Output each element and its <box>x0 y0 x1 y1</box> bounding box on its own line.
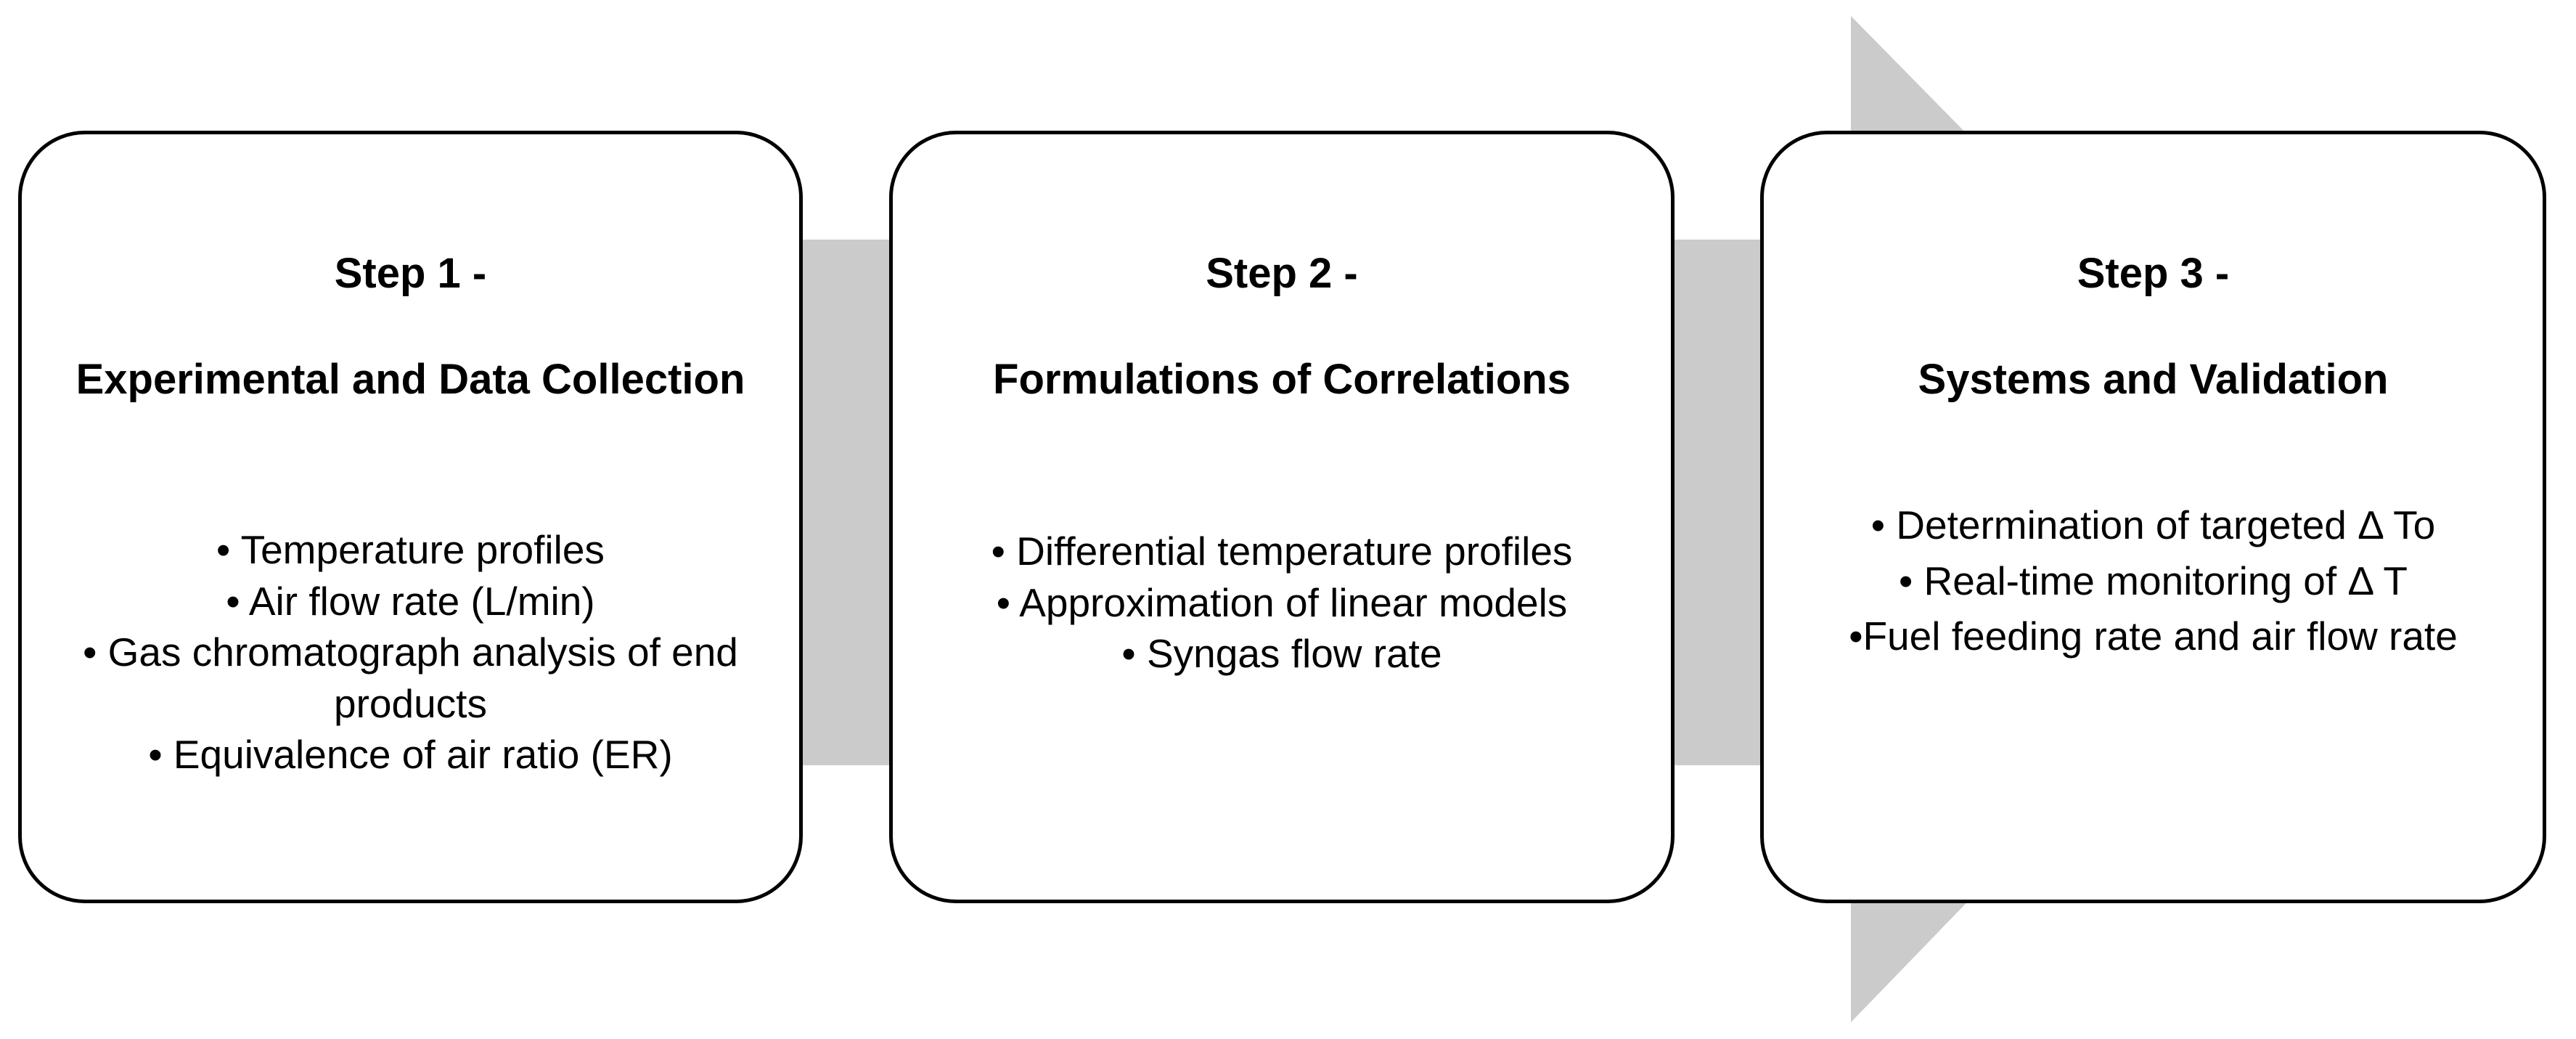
step-1-title-line1: Step 1 - <box>334 250 487 298</box>
step-2-title-line2: Formulations of Correlations <box>993 356 1571 404</box>
step-1-bullet-3: • Gas chromatograph analysis of end prod… <box>83 629 738 726</box>
step-2-bullet-2: • Approximation of linear models <box>996 579 1568 625</box>
step-3-title-line2: Systems and Validation <box>1918 356 2389 404</box>
step-1-bullet-list: • Temperature profiles • Air flow rate (… <box>22 524 799 780</box>
step-1-bullet-4: • Equivalence of air ratio (ER) <box>148 731 673 777</box>
step-box-3[interactable]: Step 3 - Systems and Validation • Determ… <box>1760 131 2546 903</box>
step-3-bullet-list: • Determination of targeted Δ To • Real-… <box>1764 500 2543 666</box>
connector-step1-step2 <box>803 240 893 765</box>
step-box-2[interactable]: Step 2 - Formulations of Correlations • … <box>889 131 1675 903</box>
step-2-bullet-list: • Differential temperature profiles • Ap… <box>893 526 1671 679</box>
step-box-1[interactable]: Step 1 - Experimental and Data Collectio… <box>18 131 803 903</box>
step-1-title-line2: Experimental and Data Collection <box>75 356 745 404</box>
step-3-title-line1: Step 3 - <box>2077 250 2230 298</box>
step-1-title: Step 1 - Experimental and Data Collectio… <box>76 194 745 459</box>
step-1-bullet-1: • Temperature profiles <box>216 527 605 573</box>
step-3-title: Step 3 - Systems and Validation <box>1918 194 2389 459</box>
step-3-bullet-3: •Fuel feeding rate and air flow rate <box>1849 614 2458 659</box>
step-2-title: Step 2 - Formulations of Correlations <box>993 194 1571 459</box>
step-2-title-line1: Step 2 - <box>1206 250 1358 298</box>
step-2-bullet-1: • Differential temperature profiles <box>991 529 1573 574</box>
connector-step2-step3 <box>1675 240 1765 765</box>
step-3-bullet-1: • Determination of targeted Δ To <box>1870 502 2436 548</box>
step-2-bullet-3: • Syngas flow rate <box>1121 631 1442 677</box>
step-3-bullet-2: • Real-time monitoring of Δ T <box>1899 558 2408 603</box>
step-1-bullet-2: • Air flow rate (L/min) <box>226 578 595 624</box>
